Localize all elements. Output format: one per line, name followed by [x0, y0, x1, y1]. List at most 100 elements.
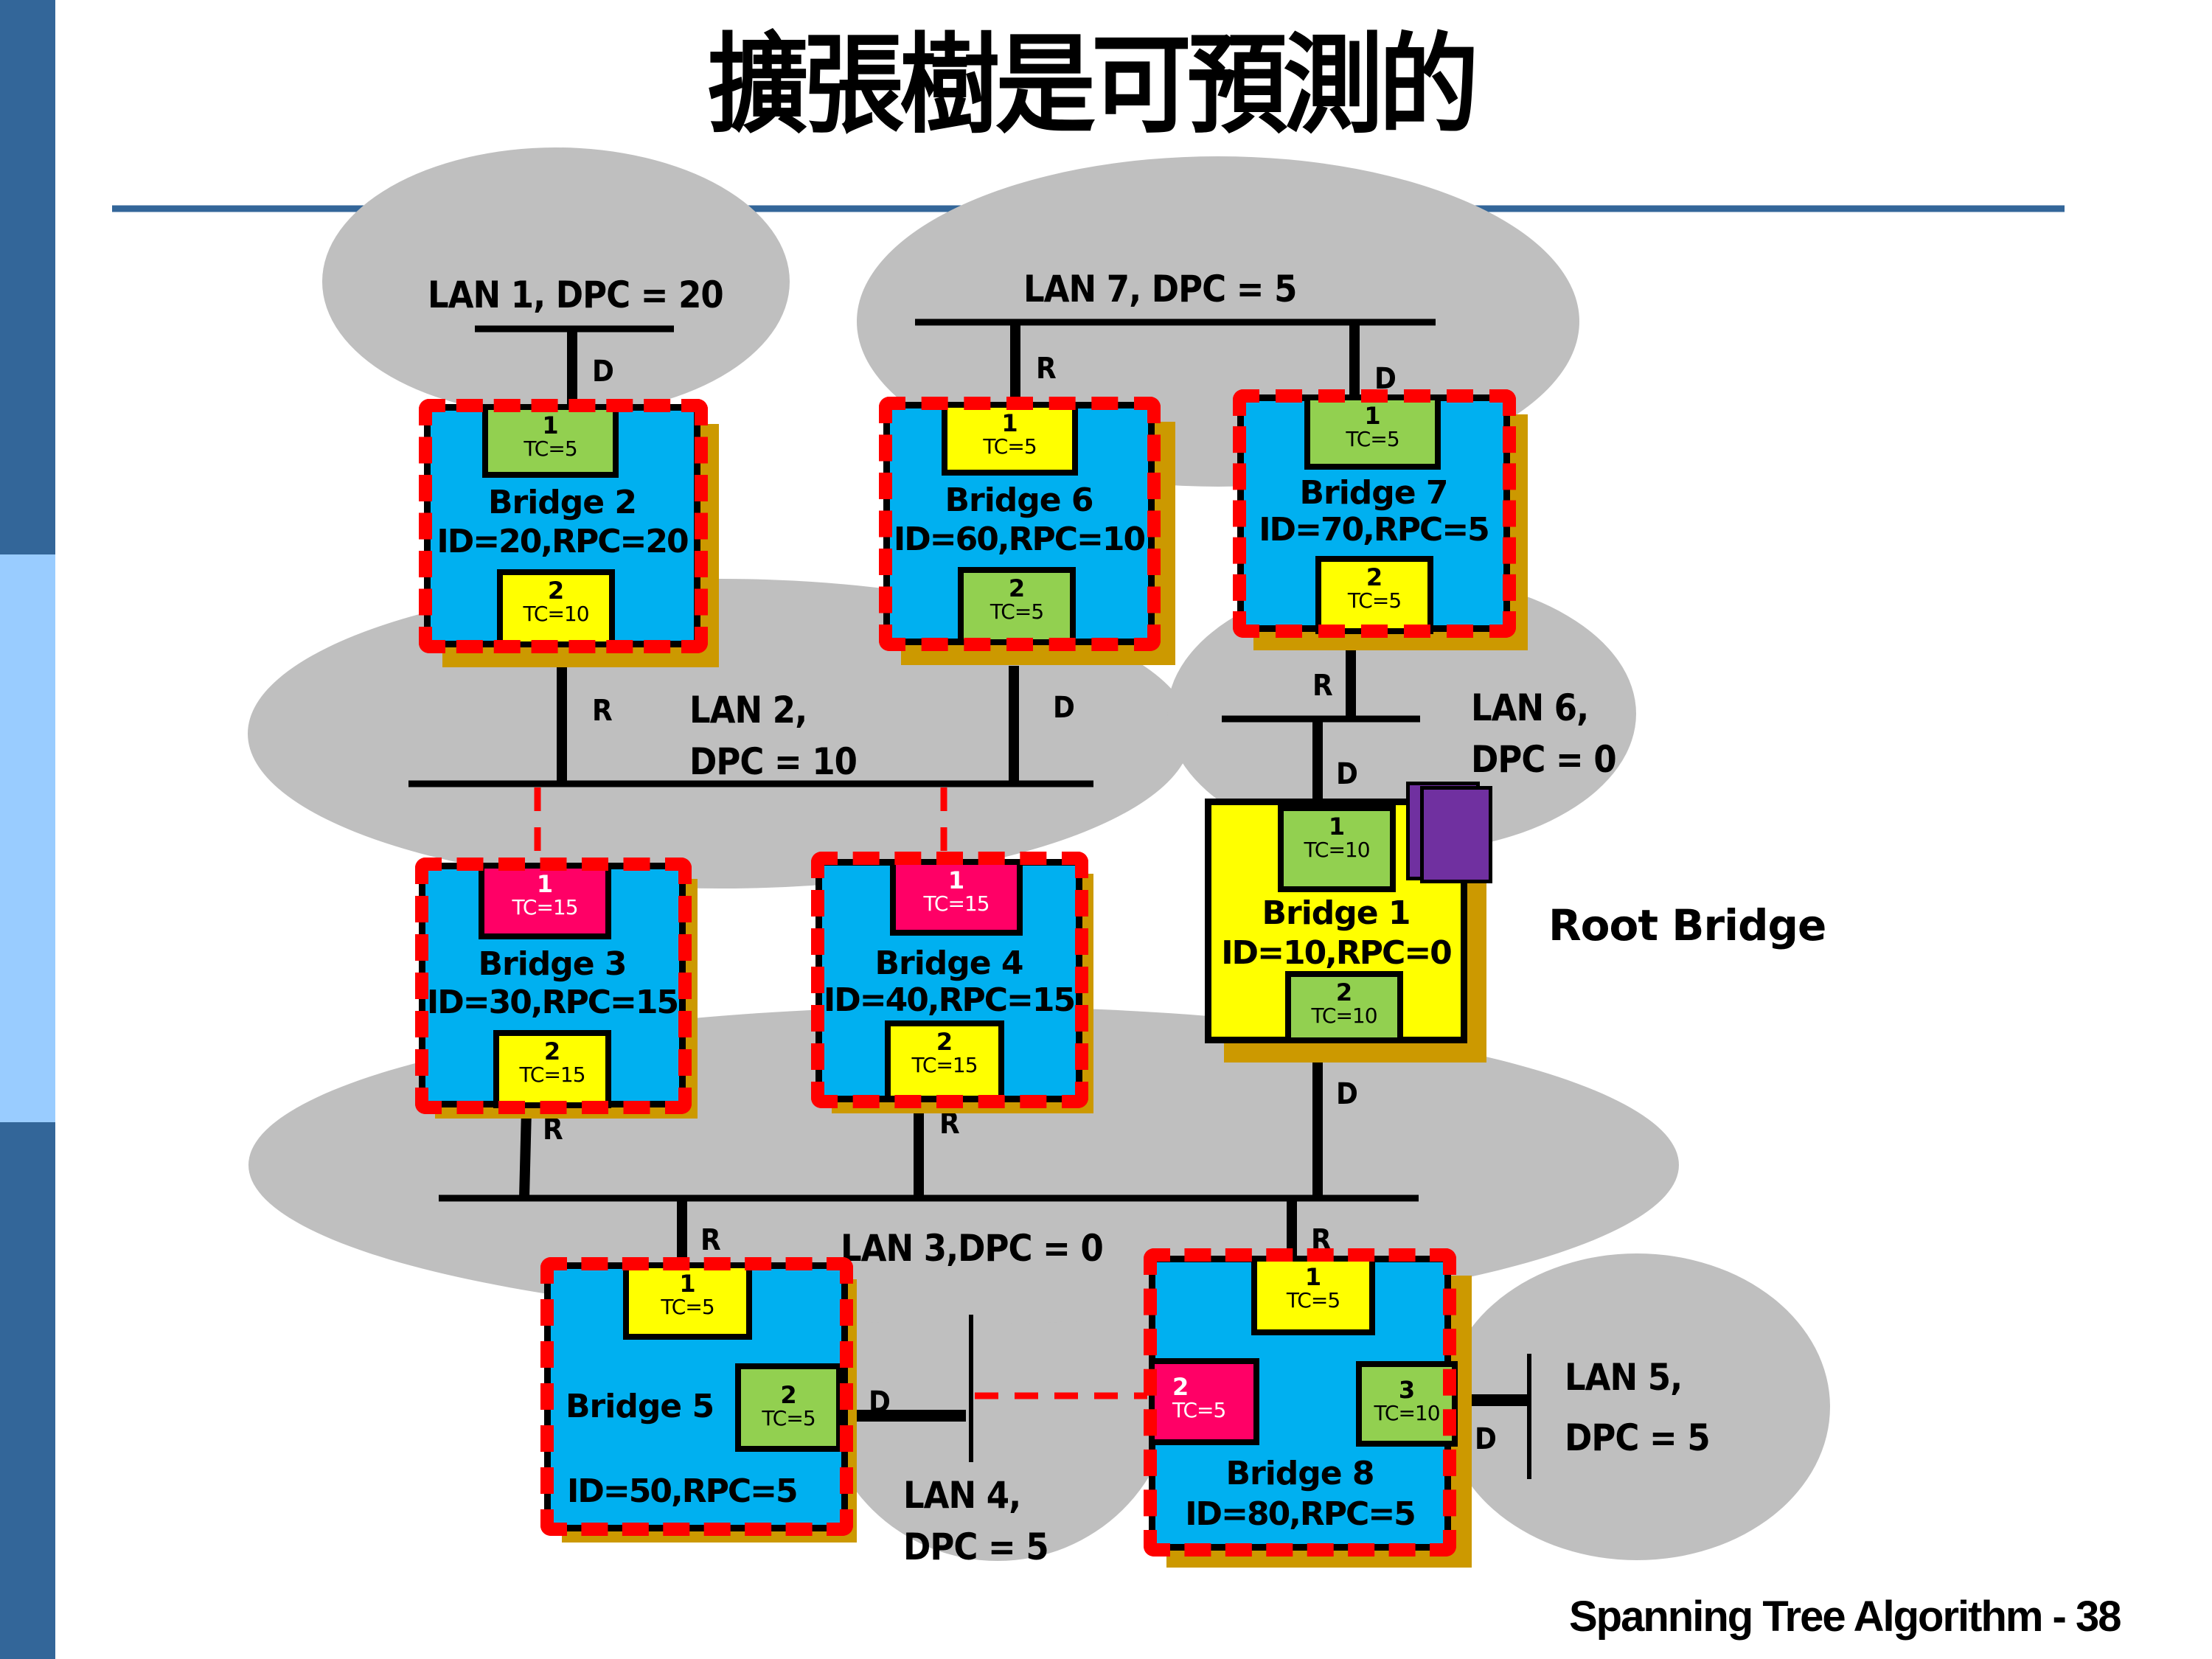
port-number: 2	[1366, 563, 1383, 591]
port-tc: TC=10	[1311, 1004, 1377, 1028]
bridge1-port1[interactable]: 1 TC=10	[1278, 805, 1396, 892]
lan6-label-line1: LAN 6,	[1471, 686, 1589, 729]
bridge-7[interactable]: 1 TC=5 Bridge 7 ID=70,RPC=5 2 TC=5	[1237, 394, 1510, 634]
bridge3-port1[interactable]: 1 TC=15	[479, 863, 611, 939]
bridge3-port2[interactable]: 2 TC=15	[493, 1030, 611, 1108]
lan3-label: LAN 3,DPC = 0	[841, 1227, 1104, 1270]
port-tc: TC=5	[524, 437, 577, 461]
slide-title: 擴張樹是可預測的	[708, 23, 1479, 149]
port-tc: TC=10	[1304, 838, 1370, 862]
bridge2-port2[interactable]: 2 TC=10	[497, 569, 615, 647]
bridge7-port1[interactable]: 1 TC=5	[1304, 394, 1441, 470]
lan4-label-line2: DPC = 5	[903, 1526, 1049, 1568]
port-number: 2	[1008, 574, 1026, 602]
lan1-cloud	[322, 147, 790, 416]
sidebar-band-top	[0, 0, 55, 554]
lan6-label-line2: DPC = 0	[1471, 738, 1617, 781]
bridge5-port1[interactable]: 1 TC=5	[623, 1262, 752, 1340]
bridge-4[interactable]: 1 TC=15 Bridge 4 ID=40,RPC=15 2 TC=15	[815, 859, 1082, 1102]
port-number: 1	[536, 870, 554, 898]
link-b3-lan3	[519, 1109, 532, 1199]
port-tc: TC=10	[1374, 1401, 1440, 1425]
port-tc: TC=10	[523, 602, 589, 626]
bridge8-name: Bridge 8	[1225, 1455, 1374, 1492]
role-label-b2-p1: D	[592, 355, 614, 389]
bridge8-info: ID=80,RPC=5	[1185, 1495, 1416, 1533]
bridge1-info: ID=10,RPC=0	[1221, 934, 1453, 972]
port-number: 2	[543, 1037, 561, 1065]
port-tc: TC=5	[1346, 427, 1399, 451]
lan2-label-line2: DPC = 10	[689, 740, 858, 783]
bridge4-port1[interactable]: 1 TC=15	[890, 859, 1023, 936]
port-number: 2	[1335, 978, 1353, 1006]
bridge6-name: Bridge 6	[945, 481, 1093, 519]
bridge5-port2[interactable]: 2 TC=5	[735, 1363, 842, 1452]
bridge-6[interactable]: 1 TC=5 Bridge 6 ID=60,RPC=10 2 TC=5	[883, 402, 1155, 645]
bridge5-info: ID=50,RPC=5	[567, 1472, 799, 1510]
port-number: 1	[542, 411, 559, 439]
bridge4-port2[interactable]: 2 TC=15	[885, 1020, 1004, 1102]
port-number: 2	[547, 577, 565, 605]
port-tc: TC=15	[923, 891, 990, 916]
bridge7-info: ID=70,RPC=5	[1259, 511, 1490, 549]
port-tc: TC=5	[983, 434, 1037, 459]
port-number: 1	[1328, 813, 1346, 841]
port-number: 2	[1172, 1373, 1189, 1401]
bridge-5[interactable]: 1 TC=5 2 TC=5 Bridge 5 ID=50,RPC=5	[544, 1262, 848, 1531]
bridge6-port2[interactable]: 2 TC=5	[958, 567, 1076, 645]
bridge7-name: Bridge 7	[1299, 474, 1448, 512]
bridge-8[interactable]: 1 TC=5 2 TC=5 3 TC=10 Bridge 8 ID=80,RPC…	[1149, 1256, 1458, 1551]
role-label-b7-p1: D	[1374, 362, 1397, 396]
bridge8-port2[interactable]: 2 TC=5	[1149, 1358, 1259, 1445]
port-tc: TC=15	[512, 895, 578, 919]
port-number: 1	[1001, 409, 1018, 437]
bridge1-port2[interactable]: 2 TC=10	[1285, 971, 1403, 1043]
slide-footer: Spanning Tree Algorithm - 38	[1569, 1593, 2122, 1641]
port-tc: TC=5	[990, 599, 1044, 624]
port-number: 1	[1364, 402, 1381, 430]
port-tc: TC=5	[1172, 1398, 1226, 1422]
bridge6-port1[interactable]: 1 TC=5	[942, 402, 1078, 476]
bridge1-name: Bridge 1	[1262, 894, 1411, 932]
bridge7-port2[interactable]: 2 TC=5	[1315, 556, 1433, 634]
lan4-label-line1: LAN 4,	[903, 1474, 1021, 1517]
bridge-1[interactable]: 1 TC=10 Bridge 1 ID=10,RPC=0 2 TC=10	[1205, 799, 1467, 1043]
bridge-3[interactable]: 1 TC=15 Bridge 3 ID=30,RPC=15 2 TC=15	[419, 863, 686, 1108]
role-label-b5-p2: D	[869, 1385, 891, 1419]
role-label-b2-p2: R	[592, 694, 613, 728]
bridge3-info: ID=30,RPC=15	[426, 984, 679, 1021]
port-number: 2	[780, 1381, 797, 1409]
root-bridge-label: Root Bridge	[1548, 900, 1826, 950]
lan5-label-line1: LAN 5,	[1565, 1356, 1683, 1399]
bridge2-name: Bridge 2	[487, 484, 637, 521]
role-label-b1-p2: D	[1336, 1077, 1358, 1111]
lan1-label: LAN 1, DPC = 20	[428, 274, 724, 316]
port-number: 1	[1304, 1263, 1322, 1291]
bridge2-info: ID=20,RPC=20	[437, 523, 689, 560]
port-number: 3	[1398, 1376, 1416, 1404]
port-tc: TC=5	[661, 1295, 714, 1319]
lan5-label-line2: DPC = 5	[1565, 1416, 1711, 1459]
role-label-b8-p3: D	[1475, 1422, 1497, 1456]
lan7-label: LAN 7, DPC = 5	[1023, 268, 1297, 310]
port-tc: TC=15	[519, 1062, 585, 1087]
bridge-2[interactable]: 1 TC=5 Bridge 2 ID=20,RPC=20 2 TC=10	[424, 404, 700, 647]
bridge5-name: Bridge 5	[566, 1388, 714, 1425]
bridge6-info: ID=60,RPC=10	[893, 521, 1146, 558]
root-marker-icon	[1420, 786, 1492, 883]
port-tc: TC=5	[1347, 588, 1402, 613]
bridge8-port3[interactable]: 3 TC=10	[1356, 1361, 1458, 1447]
bridge2-port1[interactable]: 1 TC=5	[482, 404, 619, 478]
role-label-b5-p1: R	[700, 1223, 721, 1257]
port-tc: TC=5	[762, 1406, 815, 1430]
port-number: 2	[936, 1028, 953, 1056]
sidebar-band-bottom	[0, 1122, 55, 1659]
port-number: 1	[679, 1270, 696, 1298]
bridge8-port1[interactable]: 1 TC=5	[1251, 1256, 1375, 1335]
lan2-label-line1: LAN 2,	[689, 689, 807, 731]
role-label-b1-p1: D	[1336, 757, 1358, 791]
sidebar-band-middle	[0, 554, 55, 1122]
bridge4-info: ID=40,RPC=15	[823, 981, 1076, 1019]
